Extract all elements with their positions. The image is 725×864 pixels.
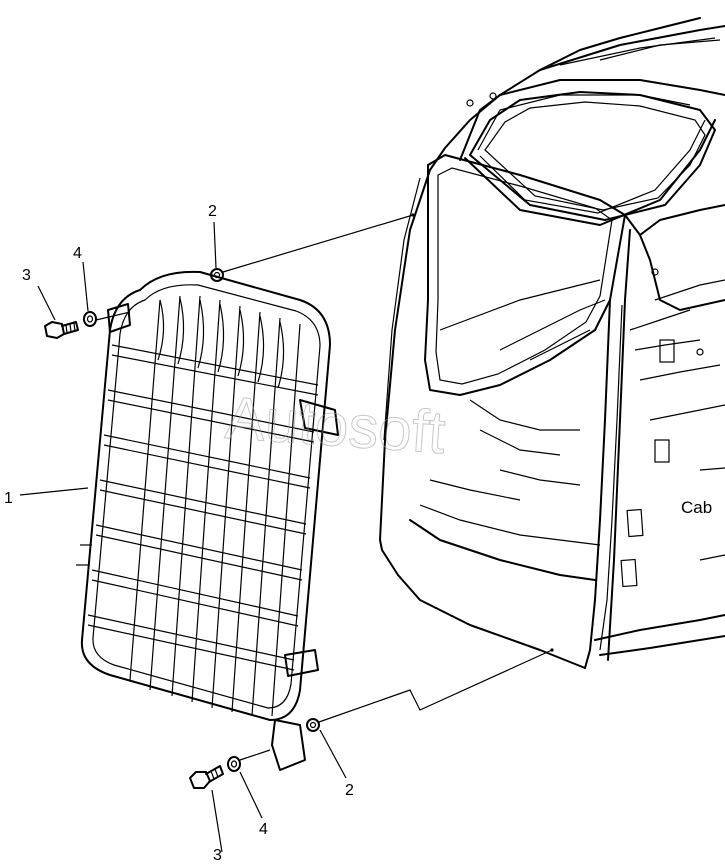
- nut-bottom: [306, 718, 320, 732]
- callout-nut-top: 2: [208, 203, 217, 220]
- nut-top: [210, 268, 224, 282]
- cab-frame: [379, 17, 725, 669]
- callout-bolt-bottom: 3: [213, 847, 222, 864]
- bolt-bottom: [189, 765, 224, 789]
- callout-nut-bottom: 2: [345, 782, 354, 799]
- leader-lines: [19, 221, 347, 853]
- window-guard: [76, 270, 339, 771]
- callout-guard: 1: [4, 490, 13, 507]
- watermark: Autosoft: [223, 384, 448, 466]
- callout-bolt-top: 3: [22, 267, 31, 284]
- washer-bottom: [227, 756, 241, 772]
- cab-label: Cab: [681, 498, 712, 517]
- callout-washer-bottom: 4: [259, 821, 268, 838]
- bolt-top: [44, 321, 79, 339]
- callout-washer-top: 4: [73, 245, 82, 262]
- washer-top: [83, 311, 97, 327]
- assembly-lines: [95, 214, 553, 761]
